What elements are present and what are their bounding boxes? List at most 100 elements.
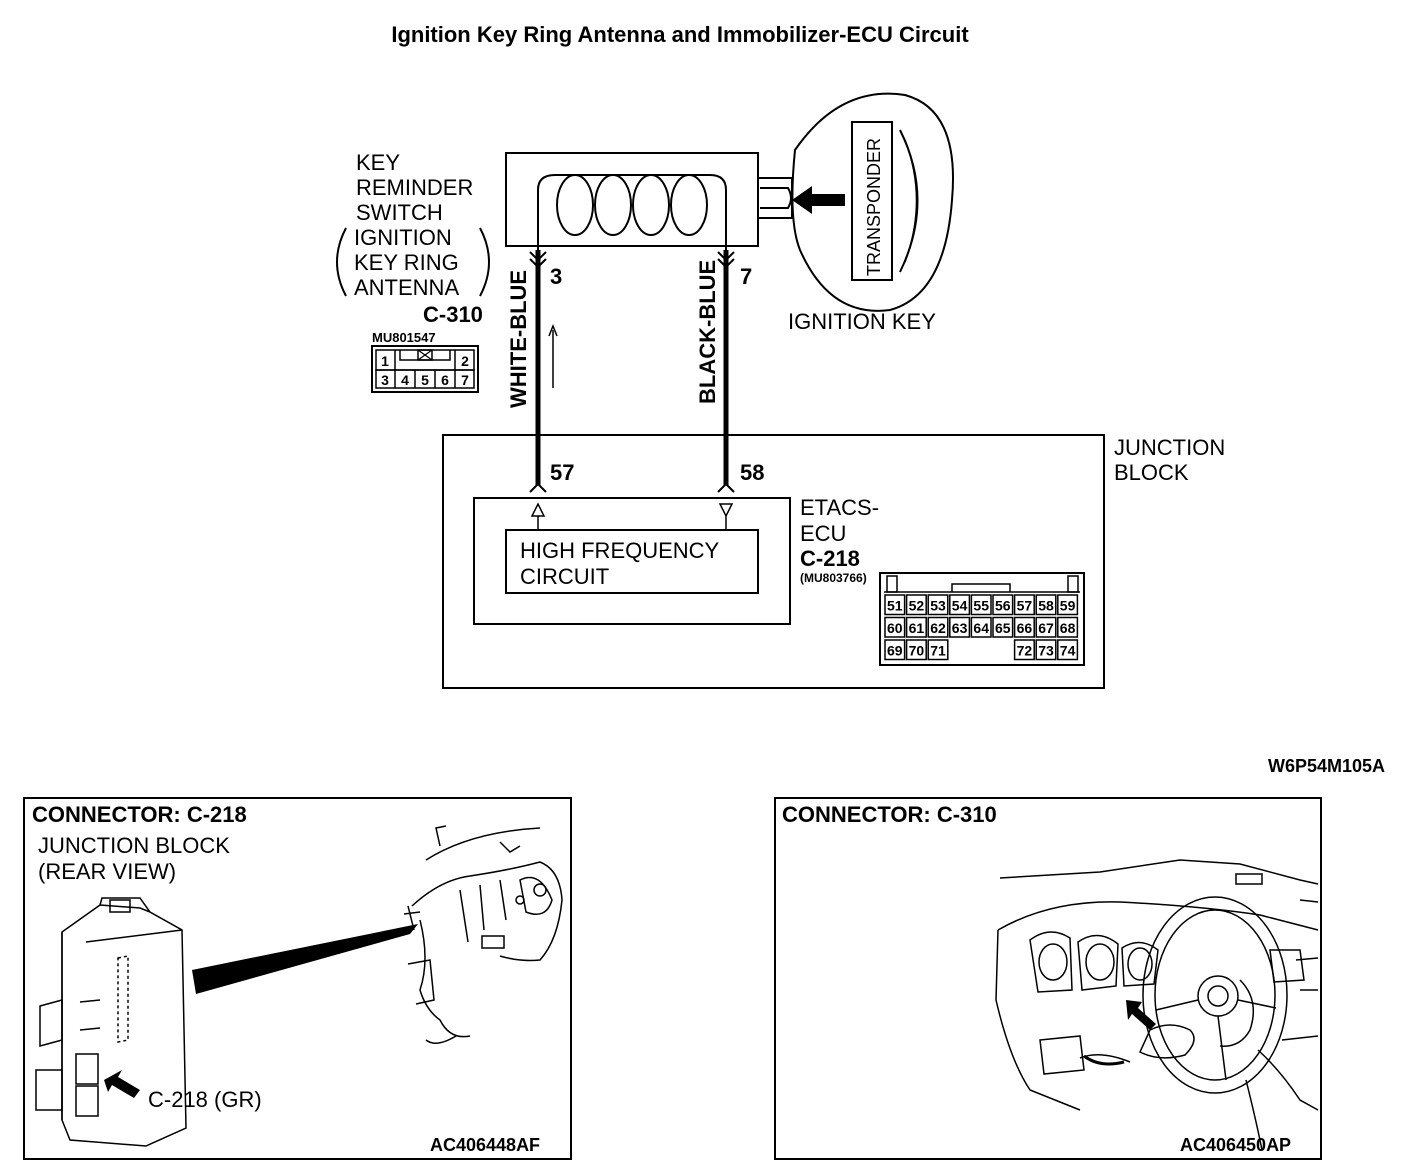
circuit-label: HIGH FREQUENCY (520, 538, 720, 563)
c218-pin: 53 (930, 598, 946, 614)
switch-label-line: KEY (356, 150, 400, 175)
c310-pin: 5 (421, 372, 429, 388)
c310-pin: 6 (441, 372, 449, 388)
panel-c218-subtitle: JUNCTION BLOCK (38, 833, 230, 858)
c218-pin: 68 (1060, 620, 1076, 636)
panel-c218-callout: C-218 (GR) (148, 1087, 262, 1112)
wire-pin-7: 7 (740, 264, 752, 289)
panel-c310-title: CONNECTOR: C-310 (782, 802, 997, 827)
c218-pin: 70 (909, 643, 925, 659)
right-parenthesis (479, 227, 490, 297)
c218-pin: 72 (1017, 643, 1033, 659)
c218-pin: 59 (1060, 598, 1076, 614)
steering-wheel-illustration (995, 859, 1319, 1151)
callout-arrow-icon (104, 1070, 140, 1098)
c218-pin-cell (1057, 639, 1079, 661)
c218-pin: 67 (1038, 620, 1054, 636)
switch-label-line: SWITCH (356, 200, 443, 225)
c218-pin-cell (1057, 616, 1079, 638)
c218-pin-cell (1013, 639, 1035, 661)
c218-pin: 58 (1038, 598, 1054, 614)
c218-pin-cell (927, 639, 949, 661)
c218-pin-cell (1035, 639, 1057, 661)
c218-pin-cell (1013, 616, 1035, 638)
etacs-ecu-code: C-218 (800, 546, 860, 571)
connector-arrow-icon (1126, 1000, 1156, 1030)
c310-pin: 2 (461, 353, 469, 369)
panel-c218-subtitle: (REAR VIEW) (38, 859, 176, 884)
c218-pin: 73 (1038, 643, 1054, 659)
dashboard-harness-illustration (403, 825, 563, 1044)
c218-pin-cell (1013, 594, 1035, 616)
etacs-ecu-label: ECU (800, 521, 846, 546)
etacs-ecu-box (473, 497, 791, 625)
output-triangle-icon (718, 503, 734, 518)
c218-pin: 57 (1017, 598, 1033, 614)
c218-pin-cell (1057, 594, 1079, 616)
c218-pin-cell (949, 616, 971, 638)
c218-pin: 60 (887, 620, 903, 636)
wire-black-blue: 7 58 BLACK-BLUE (695, 250, 764, 493)
c218-pin: 62 (930, 620, 946, 636)
c218-pin-cell (970, 616, 992, 638)
left-parenthesis (336, 227, 347, 297)
wire-white-blue: 3 57 WHITE-BLUE (506, 250, 574, 493)
input-triangle-icon (530, 502, 546, 517)
panel-c310 (774, 797, 1322, 1160)
c218-pin: 56 (995, 598, 1011, 614)
diagram-title: Ignition Key Ring Antenna and Immobilize… (391, 22, 969, 47)
connector-c310-code: C-310 (423, 302, 483, 327)
panel-c218-title: CONNECTOR: C-218 (32, 802, 247, 827)
c218-pin-cell (927, 616, 949, 638)
etacs-ecu-part: (MU803766) (800, 571, 867, 585)
wire-color-black-blue: BLACK-BLUE (695, 260, 720, 404)
zoom-beam-icon (192, 924, 418, 994)
c218-pin: 64 (973, 620, 989, 636)
switch-label-line: REMINDER (356, 175, 473, 200)
switch-label: KEY REMINDER SWITCH IGNITION KEY RING AN… (354, 150, 473, 300)
c218-pin-cell (927, 594, 949, 616)
c218-pin-cell (905, 616, 927, 638)
high-frequency-circuit-box (505, 529, 759, 594)
ignition-key: TRANSPONDER (757, 92, 954, 312)
c218-pin-cell (992, 616, 1014, 638)
c218-pin: 69 (887, 643, 903, 659)
junction-block-label: JUNCTION (1114, 435, 1225, 460)
c218-pin: 55 (973, 598, 989, 614)
c218-pin: 66 (1017, 620, 1033, 636)
c310-pin: 4 (401, 372, 409, 388)
junction-block-label: BLOCK (1114, 460, 1189, 485)
switch-label-line: ANTENNA (354, 275, 459, 300)
c218-pin: 65 (995, 620, 1011, 636)
junction-block-illustration (35, 897, 187, 1147)
c218-pin-cell (905, 594, 927, 616)
junction-block-box (442, 434, 1105, 689)
c218-pin-cell (1035, 616, 1057, 638)
connector-c310-part: MU801547 (372, 330, 436, 345)
wire-color-white-blue: WHITE-BLUE (506, 270, 531, 408)
c218-pin: 61 (909, 620, 925, 636)
c218-pin: 63 (952, 620, 968, 636)
switch-label-line: KEY RING (354, 250, 459, 275)
c218-pin: 54 (952, 598, 968, 614)
c218-pin-cell (949, 594, 971, 616)
etacs-ecu-label: ETACS- (800, 495, 879, 520)
signal-arrow-icon (792, 186, 845, 214)
c218-pin-cell (1035, 594, 1057, 616)
c218-pin-cell (970, 594, 992, 616)
panel-c218-code: AC406448AF (430, 1135, 540, 1155)
panel-c218 (23, 797, 572, 1160)
antenna-coil (505, 152, 759, 250)
c218-pin: 71 (930, 643, 946, 659)
figure-code: W6P54M105A (1268, 756, 1385, 776)
wire-pin-57: 57 (550, 460, 574, 485)
c218-pin-cell (884, 616, 906, 638)
wire-pin-3: 3 (550, 264, 562, 289)
c310-pin: 7 (461, 372, 469, 388)
c218-pin-cell (905, 639, 927, 661)
c310-pin: 3 (381, 372, 389, 388)
panel-c310-code: AC406450AP (1180, 1135, 1291, 1155)
ignition-key-label: IGNITION KEY (788, 309, 936, 334)
